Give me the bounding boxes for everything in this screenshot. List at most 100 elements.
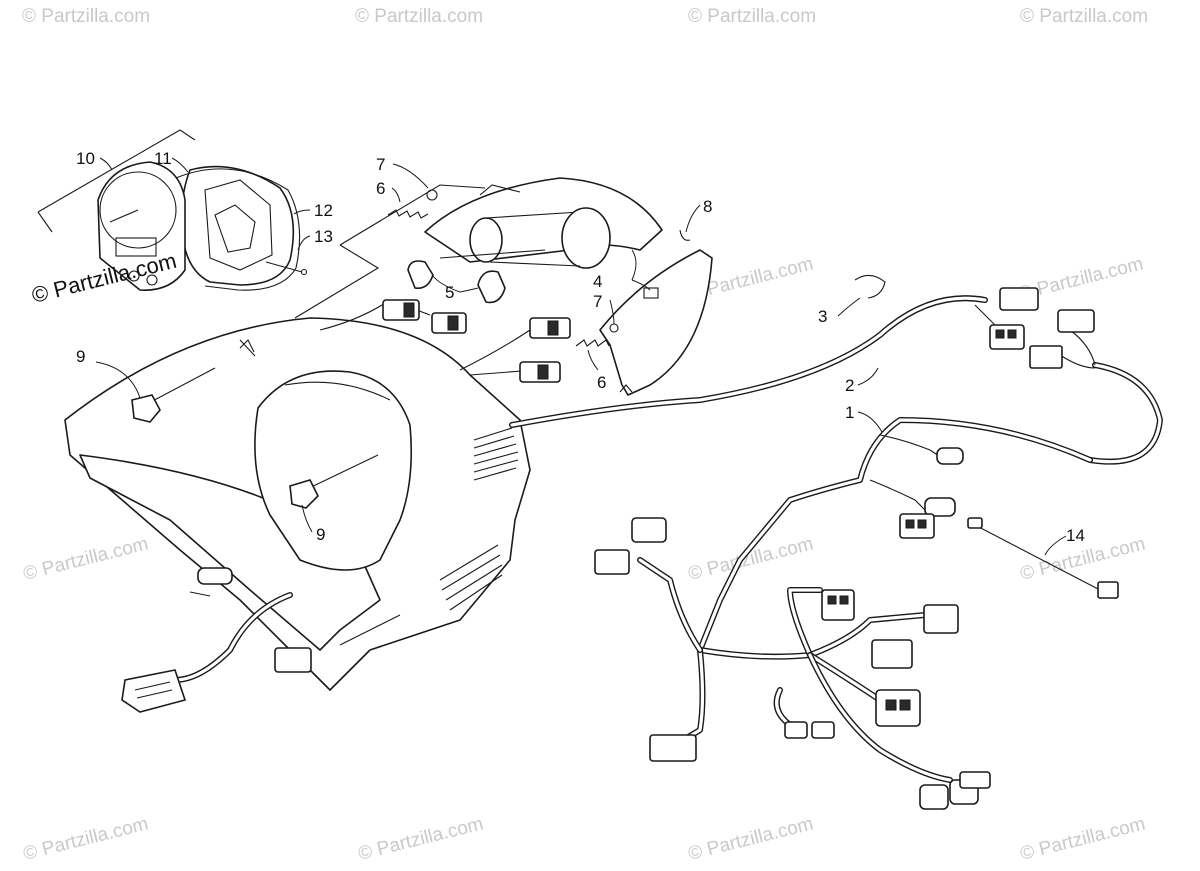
- connector-pin: [995, 329, 1005, 339]
- connector-latch: [547, 320, 559, 336]
- connector-part: [594, 549, 630, 575]
- headlight-housing-detail: [479, 184, 521, 196]
- watermark: © Partzilla.com: [1020, 6, 1148, 27]
- leader-line: [391, 187, 401, 203]
- watermark: © Partzilla.com: [22, 6, 150, 27]
- connector-part: [811, 721, 835, 739]
- hood-bolt-shaft: [144, 367, 216, 406]
- hood-trim: [339, 614, 401, 646]
- speedometer-part: [97, 161, 186, 291]
- callout-2: 2: [845, 376, 854, 395]
- callout-labels: 10 11 12 13 7 6 5 4 7 6 8 3 2 1 9 9 14: [76, 149, 1085, 545]
- callout-11: 11: [154, 149, 172, 168]
- callout-9: 9: [76, 347, 85, 366]
- hood-bolt-knob: [131, 394, 161, 423]
- hood-bolt-shaft: [304, 454, 379, 491]
- screw-head: [300, 268, 308, 276]
- callout-9: 9: [316, 525, 325, 544]
- leader-line: [857, 411, 883, 433]
- connector-part: [274, 647, 312, 673]
- callout-6: 6: [597, 373, 606, 392]
- leader-line: [631, 279, 651, 291]
- headlight-bulb-edge: [489, 261, 581, 267]
- callout-6: 6: [376, 179, 385, 198]
- watermark: © Partzilla.com: [356, 814, 485, 865]
- connector-pin: [905, 519, 915, 529]
- headlight-bulb: [561, 207, 611, 269]
- connector-part: [919, 784, 949, 810]
- cover-tab: [619, 384, 633, 393]
- connector-part: [999, 287, 1039, 311]
- watermark: © Partzilla.com: [21, 534, 150, 585]
- speedometer-dial: [99, 171, 177, 249]
- connector-pin: [839, 595, 849, 605]
- headlight-bulb-edge: [485, 211, 581, 219]
- connector-latch: [537, 364, 549, 380]
- callout-10: 10: [76, 149, 95, 168]
- gauge-bracket-line: [37, 211, 53, 233]
- leader-line: [609, 299, 615, 325]
- adjuster-nut: [426, 189, 438, 201]
- hood-front-panel: [79, 454, 381, 651]
- hood-vent: [439, 544, 503, 611]
- harness-1-branch-inner: [638, 558, 702, 652]
- sensor-cable: [974, 524, 1101, 591]
- leader-line: [431, 274, 461, 293]
- gauge-housing-part: [180, 165, 295, 286]
- callout-12: 12: [314, 201, 333, 220]
- pigtail-wire: [869, 479, 926, 511]
- gauge-bracket-line: [37, 129, 196, 213]
- leader-line: [631, 249, 637, 281]
- callout-14: 14: [1066, 526, 1085, 545]
- connector-pins: [134, 681, 173, 699]
- connector-part: [1057, 309, 1095, 333]
- headlight-bracket-line: [294, 244, 380, 319]
- harness-1-branch-inner: [808, 653, 882, 702]
- connector-part: [821, 589, 855, 621]
- connector-pin: [917, 519, 927, 529]
- hood-vent: [473, 427, 519, 481]
- leader-line: [293, 209, 311, 215]
- sensor-tip: [967, 517, 983, 529]
- connector-part: [923, 604, 959, 634]
- pigtail-wire: [1069, 329, 1096, 366]
- connector-part: [924, 497, 956, 517]
- speedometer-needle: [109, 209, 139, 223]
- watermark: © Partzilla.com: [1018, 814, 1147, 865]
- leader-line: [297, 235, 311, 251]
- headlight-bracket-line: [339, 184, 486, 246]
- watermark: © Partzilla.com: [355, 6, 483, 27]
- connector-pin: [1007, 329, 1017, 339]
- callout-13: 13: [314, 227, 333, 246]
- screw-part: [265, 261, 303, 273]
- hood-opening-edge: [284, 381, 391, 401]
- adjuster-spring: [575, 339, 610, 347]
- connectors: [121, 274, 1119, 810]
- harness-2-inner: [510, 296, 987, 427]
- connector-part: [631, 517, 667, 543]
- harness-1-branch-inner: [788, 588, 822, 657]
- connector-part: [1029, 345, 1063, 369]
- watermark: © Partzilla.com: [688, 6, 816, 27]
- connector-pin: [885, 699, 897, 711]
- connector-part: [121, 669, 187, 713]
- callout-8: 8: [703, 197, 712, 216]
- harness-1-branch-inner: [678, 648, 705, 744]
- connector-part: [989, 324, 1025, 350]
- hood-bolt-knob: [289, 479, 319, 509]
- hood-opening: [254, 370, 413, 571]
- connector-part: [784, 721, 808, 739]
- wiring-harness: [172, 295, 1163, 783]
- leader-line: [301, 504, 313, 533]
- leader-line: [685, 204, 701, 233]
- leader-line: [392, 163, 429, 189]
- connector-part: [875, 689, 921, 727]
- callout-7: 7: [376, 155, 385, 174]
- headlight-assembly: [294, 177, 713, 396]
- hood-ridge: [239, 339, 256, 357]
- clip-part: [679, 229, 691, 241]
- connector-part: [936, 447, 964, 465]
- leader-line: [99, 157, 113, 171]
